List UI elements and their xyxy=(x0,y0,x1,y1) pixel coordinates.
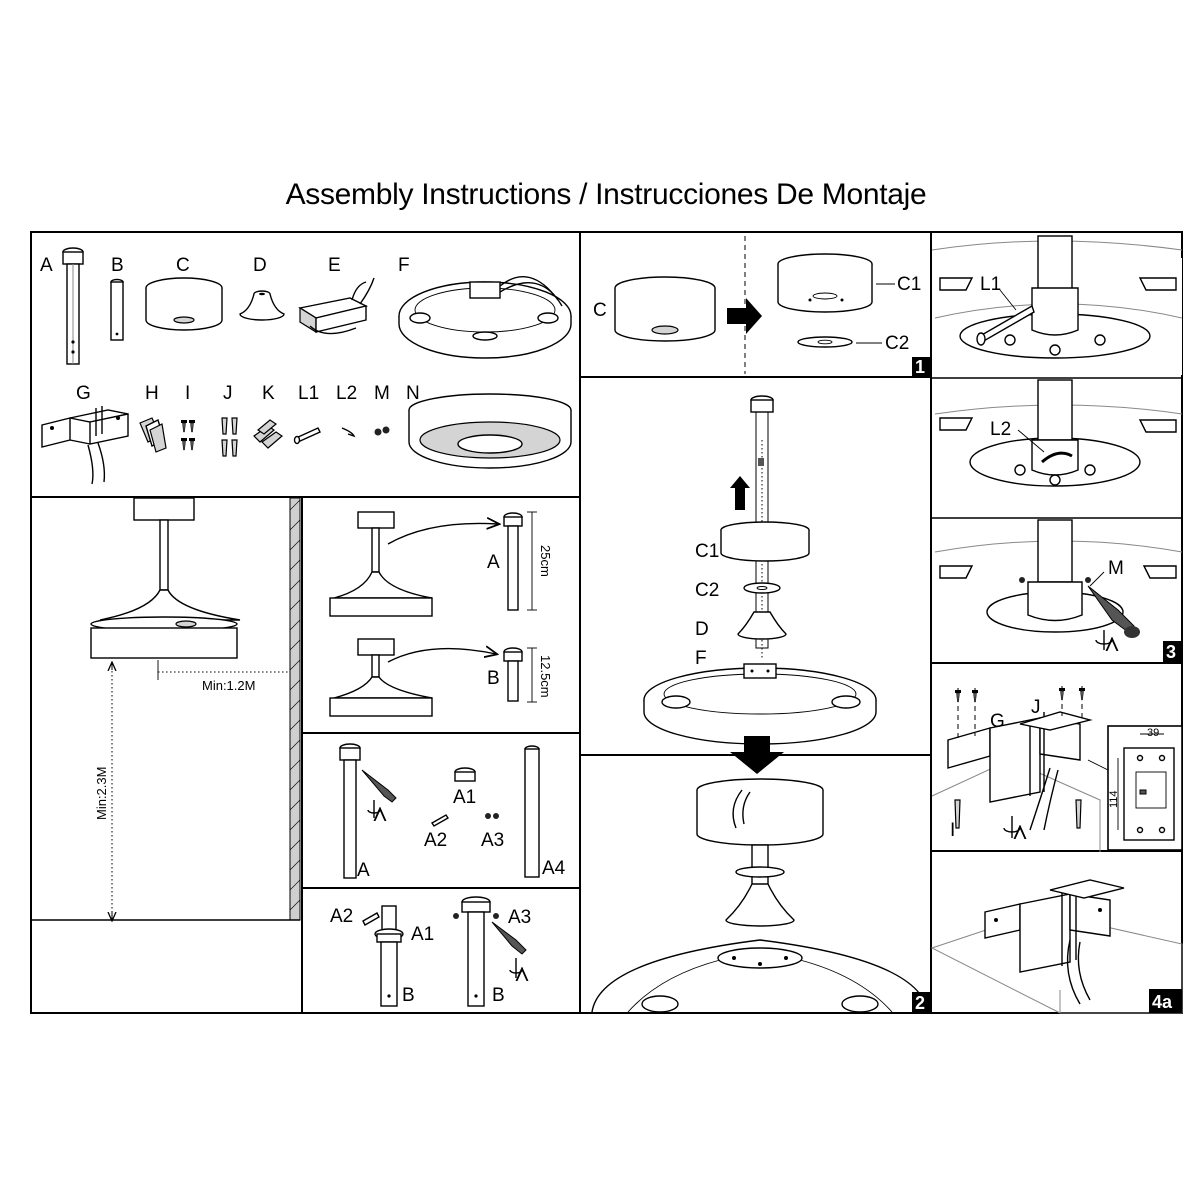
step3-label-l1: L1 xyxy=(980,274,1001,295)
step2-label-c1: C1 xyxy=(695,541,719,562)
part-label-c: C xyxy=(176,255,190,276)
rod-parts-label-a: A xyxy=(357,860,370,881)
part-label-g: G xyxy=(76,383,91,404)
step4-panel: G J I 39 114 xyxy=(931,686,1183,852)
rod-assembly-label-b: B xyxy=(402,985,415,1006)
step3-number: 3 xyxy=(1166,642,1176,662)
part-label-k: K xyxy=(262,383,275,404)
step1-label-c1: C1 xyxy=(897,274,921,295)
part-label-l1: L1 xyxy=(298,383,319,404)
part-e-receiver xyxy=(298,277,375,335)
part-j-wall-anchors xyxy=(221,417,238,457)
part-g-mounting-bracket xyxy=(41,406,129,485)
rod-assembly-label-a2: A2 xyxy=(330,906,353,927)
rod-choice-label-b: B xyxy=(487,668,500,689)
part-d-canopy-cover xyxy=(239,290,285,321)
part-label-j: J xyxy=(223,383,233,404)
part-label-f: F xyxy=(398,255,410,276)
step2-panel: C1 C2 D F 2 xyxy=(591,395,931,1013)
part-a-downrod xyxy=(62,247,84,365)
part-label-d: D xyxy=(253,255,267,276)
step1-panel: C C1 C2 1 xyxy=(593,236,931,377)
step2-number: 2 xyxy=(915,993,925,1013)
rod-parts-label-a2: A2 xyxy=(424,830,447,851)
part-label-m: M xyxy=(374,383,390,404)
step3-label-l2: L2 xyxy=(990,419,1011,440)
rod-parts-label-a4: A4 xyxy=(542,858,566,879)
step4-dim-width: 39 xyxy=(1147,727,1159,739)
part-label-b: B xyxy=(111,255,124,276)
part-label-a: A xyxy=(40,255,53,276)
part-b-short-rod xyxy=(110,278,124,341)
rod-assembly-panel: A2 A1 B A3 B xyxy=(330,896,531,1007)
rod-assembly-label-b-second: B xyxy=(492,985,505,1006)
step4-label-g: G xyxy=(990,711,1005,732)
step4-label-i: I xyxy=(950,820,955,841)
rod-length-b: 12.5cm xyxy=(538,655,553,698)
part-c-canopy xyxy=(145,277,223,331)
rod-choice-panel: A 25cm B 12.5cm xyxy=(329,511,553,717)
rod-choice-label-a: A xyxy=(487,552,500,573)
part-label-h: H xyxy=(145,383,159,404)
rod-parts-label-a1: A1 xyxy=(453,787,476,808)
step3-label-m: M xyxy=(1108,558,1124,579)
rod-parts-label-a3: A3 xyxy=(481,830,504,851)
part-label-n: N xyxy=(406,383,420,404)
page-title: Assembly Instructions / Instrucciones De… xyxy=(285,178,927,211)
step2-label-c2: C2 xyxy=(695,580,719,601)
step4a-panel: 4a xyxy=(930,879,1183,1014)
step2-label-d: D xyxy=(695,619,709,640)
part-l2-clip xyxy=(341,427,356,438)
rod-parts-panel: A A1 A2 A3 A4 xyxy=(339,743,566,881)
min-vertical-clearance: Min:2.3M xyxy=(94,767,109,820)
part-m-bolts xyxy=(374,426,390,436)
step1-label-c2: C2 xyxy=(885,333,909,354)
part-h-washers xyxy=(139,417,167,453)
rod-assembly-label-a1: A1 xyxy=(411,924,434,945)
step1-number: 1 xyxy=(915,357,925,377)
step4-label-j: J xyxy=(1031,697,1041,718)
part-n-light-cover xyxy=(408,393,572,469)
clearance-panel: Min:1.2M Min:2.3M xyxy=(31,497,301,920)
step3-panel: L1 L2 M 3 xyxy=(931,235,1183,663)
step1-label-c: C xyxy=(593,300,607,321)
step4-dim-height: 114 xyxy=(1108,790,1120,808)
step4a-number: 4a xyxy=(1152,992,1173,1012)
rod-length-a: 25cm xyxy=(538,545,553,577)
step2-label-f: F xyxy=(695,648,707,669)
part-f-fan-body xyxy=(398,276,572,359)
part-label-l2: L2 xyxy=(336,383,357,404)
part-k-wire-connectors xyxy=(253,419,283,449)
rod-assembly-label-a3: A3 xyxy=(508,907,531,928)
parts-list: A B C D E F G H I J K L1 L2 M N xyxy=(40,247,572,485)
part-label-e: E xyxy=(328,255,341,276)
part-l1-pin xyxy=(293,427,321,445)
min-horizontal-clearance: Min:1.2M xyxy=(202,678,255,693)
part-i-screws xyxy=(180,419,196,451)
part-label-i: I xyxy=(185,383,190,404)
